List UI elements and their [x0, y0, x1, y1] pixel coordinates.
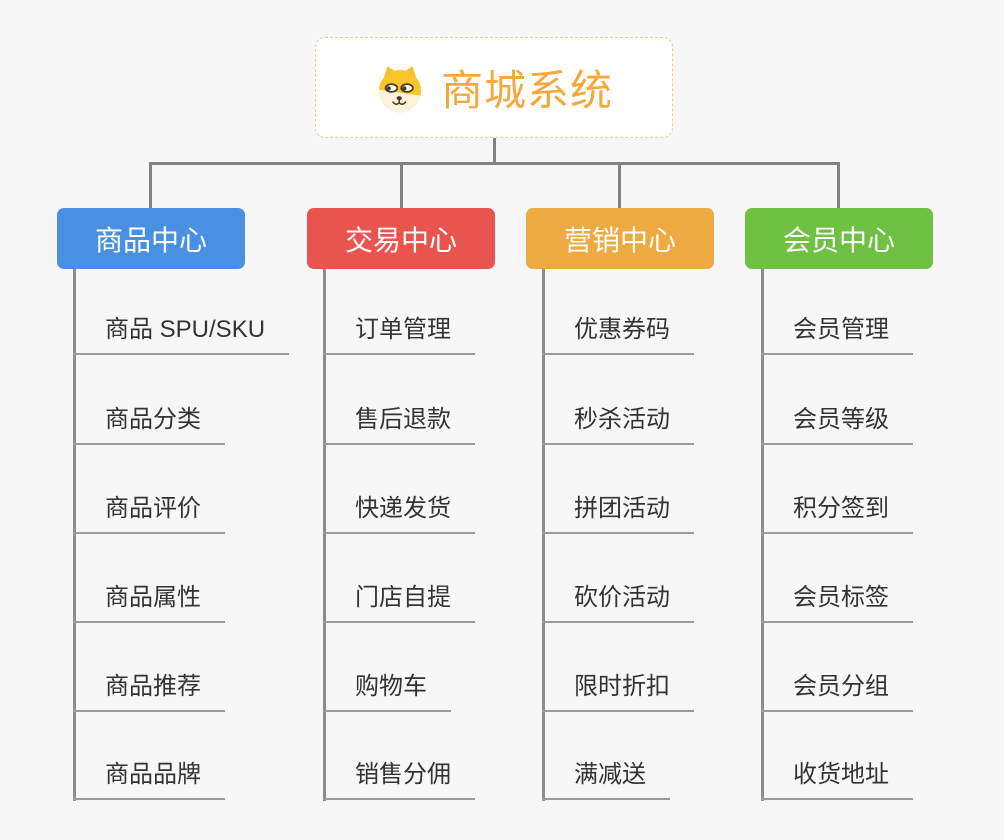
mindmap-topic[interactable]: 商品品牌	[73, 760, 225, 800]
mindmap-topic[interactable]: 会员管理	[761, 315, 913, 355]
mindmap-topic[interactable]: 砍价活动	[542, 583, 694, 623]
mindmap-topic[interactable]: 满减送	[542, 760, 670, 800]
branch-header[interactable]: 会员中心	[745, 208, 933, 269]
root-node[interactable]: 商城系统	[315, 37, 673, 138]
shiba-dog-icon	[378, 65, 422, 112]
branch-header[interactable]: 商品中心	[57, 208, 245, 269]
branch-header[interactable]: 营销中心	[526, 208, 714, 269]
mindmap-topic[interactable]: 会员等级	[761, 405, 913, 445]
branch-rail	[542, 269, 545, 801]
mindmap-topic[interactable]: 销售分佣	[323, 760, 475, 800]
mindmap-topic[interactable]: 商品 SPU/SKU	[73, 315, 290, 355]
mindmap-topic[interactable]: 积分签到	[761, 494, 913, 534]
mindmap-topic[interactable]: 收货地址	[761, 760, 913, 800]
mindmap-topic[interactable]: 优惠券码	[542, 315, 694, 355]
branch-rail	[73, 269, 76, 801]
mindmap-topic[interactable]: 售后退款	[323, 405, 475, 445]
connector-branch-stub	[149, 162, 152, 209]
connector-branch-stub	[618, 162, 621, 209]
branch-rail	[761, 269, 764, 801]
mindmap-topic[interactable]: 商品分类	[73, 405, 225, 445]
branch-header[interactable]: 交易中心	[307, 208, 495, 269]
mindmap-topic[interactable]: 门店自提	[323, 583, 475, 623]
mindmap-topic[interactable]: 会员分组	[761, 672, 913, 712]
branch-rail	[323, 269, 326, 801]
connector-horizontal	[149, 162, 840, 165]
mindmap-topic[interactable]: 秒杀活动	[542, 405, 694, 445]
mindmap-topic[interactable]: 快递发货	[323, 494, 475, 534]
connector-root-stub	[493, 138, 496, 165]
connector-branch-stub	[837, 162, 840, 209]
root-title: 商城系统	[440, 67, 613, 114]
mindmap-topic[interactable]: 购物车	[323, 672, 451, 712]
mindmap-topic[interactable]: 会员标签	[761, 583, 913, 623]
mindmap-topic[interactable]: 拼团活动	[542, 494, 694, 534]
mindmap-topic[interactable]: 订单管理	[323, 315, 475, 355]
mindmap-topic[interactable]: 商品评价	[73, 494, 225, 534]
mindmap-topic[interactable]: 商品推荐	[73, 672, 225, 712]
mindmap-topic[interactable]: 商品属性	[73, 583, 225, 623]
connector-branch-stub	[400, 162, 403, 209]
mindmap-topic[interactable]: 限时折扣	[542, 672, 694, 712]
